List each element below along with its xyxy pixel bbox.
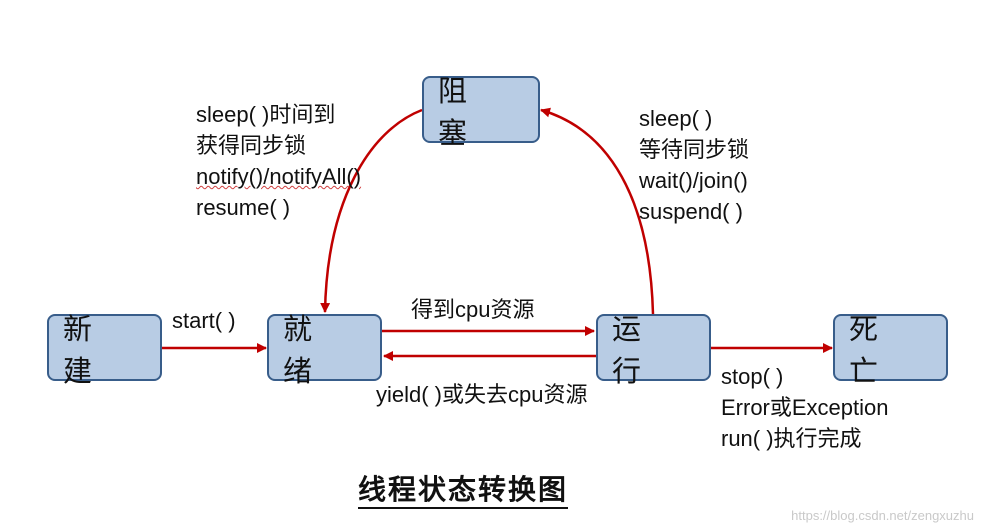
arrow-running-to-blocked	[540, 107, 655, 315]
label-ready-to-running: 得到cpu资源	[411, 297, 535, 322]
label-line: wait()/join()	[639, 168, 748, 193]
arrow-blocked-to-ready	[320, 108, 423, 313]
label-running-to-ready: yield( )或失去cpu资源	[376, 382, 588, 407]
label-line: suspend( )	[639, 199, 743, 224]
label-line: run( )执行完成	[721, 426, 862, 451]
watermark: https://blog.csdn.net/zengxuzhu	[791, 508, 974, 523]
label-line: Error或Exception	[721, 395, 889, 420]
diagram-title: 线程状态转换图	[358, 473, 569, 509]
state-new: 新 建	[47, 312, 162, 388]
label-line: sleep( )时间到	[196, 102, 336, 127]
label-running-to-blocked: sleep( ) 等待同步锁 wait()/join() suspend( )	[639, 103, 749, 227]
label-line: 等待同步锁	[639, 137, 750, 162]
state-running: 运 行	[596, 312, 711, 388]
state-dead: 死 亡	[833, 312, 948, 388]
label-line: 获得同步锁	[196, 133, 307, 158]
label-running-to-dead: stop( ) Error或Exception run( )执行完成	[721, 361, 889, 454]
label-line: resume( )	[196, 195, 291, 220]
label-new-to-ready: start( )	[172, 308, 236, 333]
label-line: notify()/notifyAll()	[196, 164, 362, 189]
state-blocked: 阻 塞	[422, 74, 540, 150]
state-ready: 就 绪	[267, 312, 382, 388]
label-blocked-to-ready: sleep( )时间到 获得同步锁 notify()/notifyAll() r…	[196, 99, 361, 223]
label-line: stop( )	[721, 364, 784, 389]
label-line: sleep( )	[639, 106, 713, 131]
